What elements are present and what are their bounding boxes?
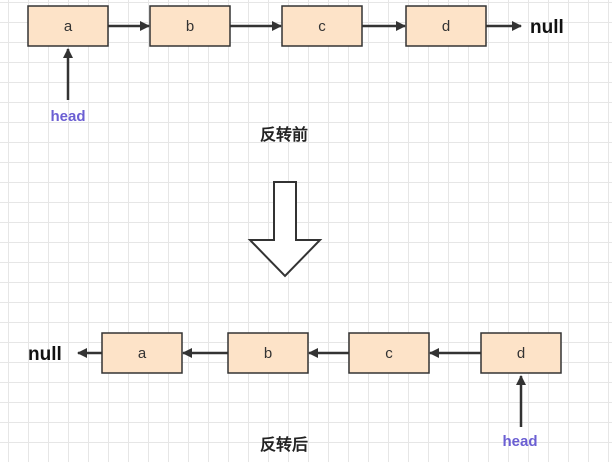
before-node-b: b xyxy=(149,5,231,47)
before-null-label: null xyxy=(530,17,564,38)
before-node-d-label: d xyxy=(442,18,450,35)
after-caption: 反转后 xyxy=(260,435,308,454)
after-head-label: head xyxy=(502,433,537,450)
before-node-c: c xyxy=(281,5,363,47)
after-node-c-label: c xyxy=(385,345,393,362)
before-node-d: d xyxy=(405,5,487,47)
before-node-a: a xyxy=(27,5,109,47)
before-node-b-label: b xyxy=(186,18,194,35)
before-section: a b c d null head 反转前 xyxy=(27,5,564,144)
down-arrow-icon xyxy=(247,181,323,278)
after-section: a b c d null head 反转后 xyxy=(28,332,562,454)
after-node-a: a xyxy=(101,332,183,374)
after-null-label: null xyxy=(28,344,62,365)
after-node-b: b xyxy=(227,332,309,374)
after-node-a-label: a xyxy=(138,345,147,362)
after-node-d-label: d xyxy=(517,345,525,362)
before-caption: 反转前 xyxy=(260,125,308,144)
after-node-d: d xyxy=(480,332,562,374)
before-node-c-label: c xyxy=(318,18,326,35)
before-node-a-label: a xyxy=(64,18,73,35)
before-head-label: head xyxy=(50,108,85,125)
after-node-c: c xyxy=(348,332,430,374)
after-node-b-label: b xyxy=(264,345,272,362)
